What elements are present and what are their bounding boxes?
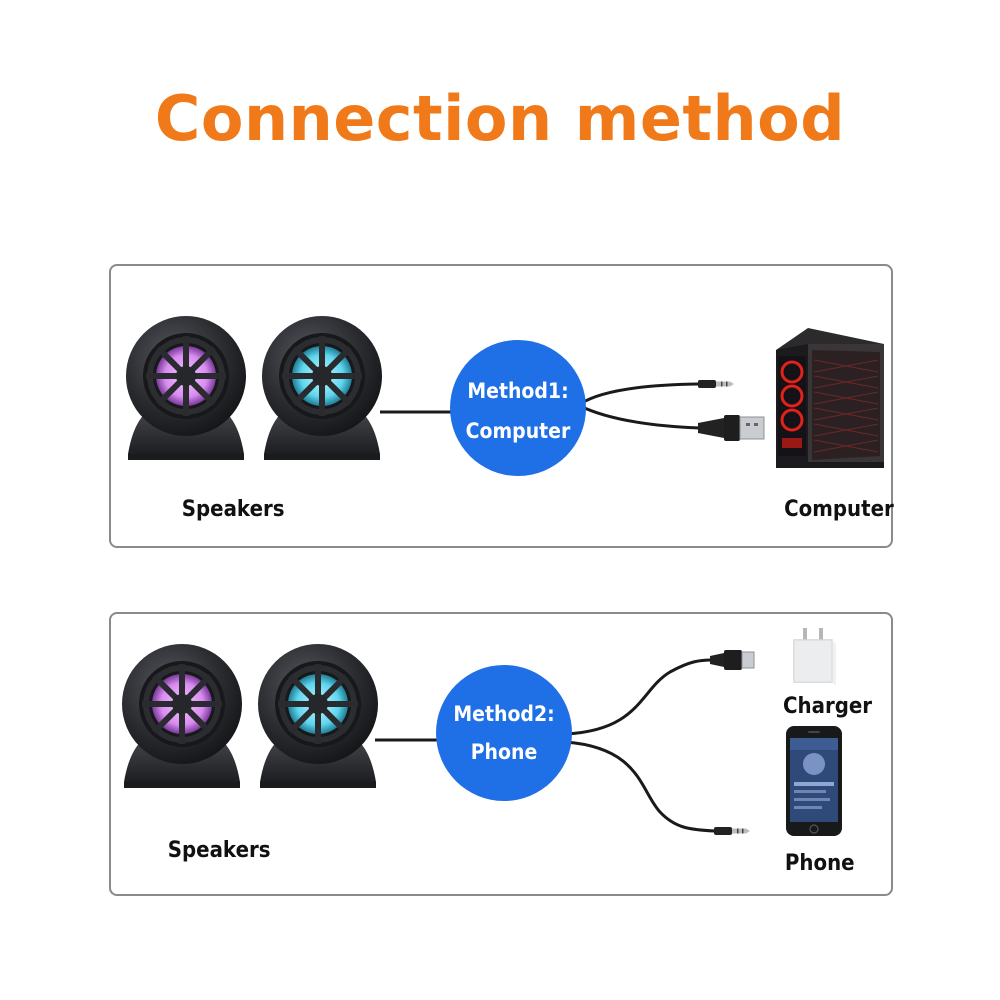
method2-charger-label: Charger bbox=[782, 694, 873, 719]
method1-speakers bbox=[126, 316, 470, 460]
page-title: Connection method bbox=[154, 82, 846, 155]
usb-plug-icon bbox=[698, 415, 765, 441]
usb-plug-icon bbox=[710, 650, 755, 670]
smartphone-icon bbox=[786, 726, 842, 836]
speaker-icon bbox=[122, 644, 242, 788]
aux-plug-icon bbox=[698, 380, 734, 388]
speaker-icon bbox=[258, 644, 378, 788]
usb-charger-icon bbox=[793, 628, 836, 686]
computer-tower-icon bbox=[776, 328, 884, 468]
method1-badge-line2: Computer bbox=[466, 418, 571, 443]
speaker-icon bbox=[126, 316, 246, 460]
method2-speakers-label: Speakers bbox=[167, 838, 271, 863]
method2-speakers bbox=[122, 644, 470, 788]
method2-badge-line2: Phone bbox=[471, 739, 538, 764]
method2-cables bbox=[565, 650, 755, 835]
method1-cables bbox=[579, 380, 765, 441]
aux-plug-icon bbox=[714, 827, 750, 835]
method2-phone-label: Phone bbox=[784, 851, 855, 876]
method1-speakers-label: Speakers bbox=[181, 497, 285, 522]
method1-computer-label: Computer bbox=[784, 497, 894, 522]
method2-badge: Method2: Phone bbox=[436, 665, 572, 801]
method1-badge-line1: Method1: bbox=[467, 378, 568, 403]
method2-badge-line1: Method2: bbox=[453, 701, 554, 726]
speaker-icon bbox=[262, 316, 382, 460]
method1-badge: Method1: Computer bbox=[450, 340, 586, 476]
